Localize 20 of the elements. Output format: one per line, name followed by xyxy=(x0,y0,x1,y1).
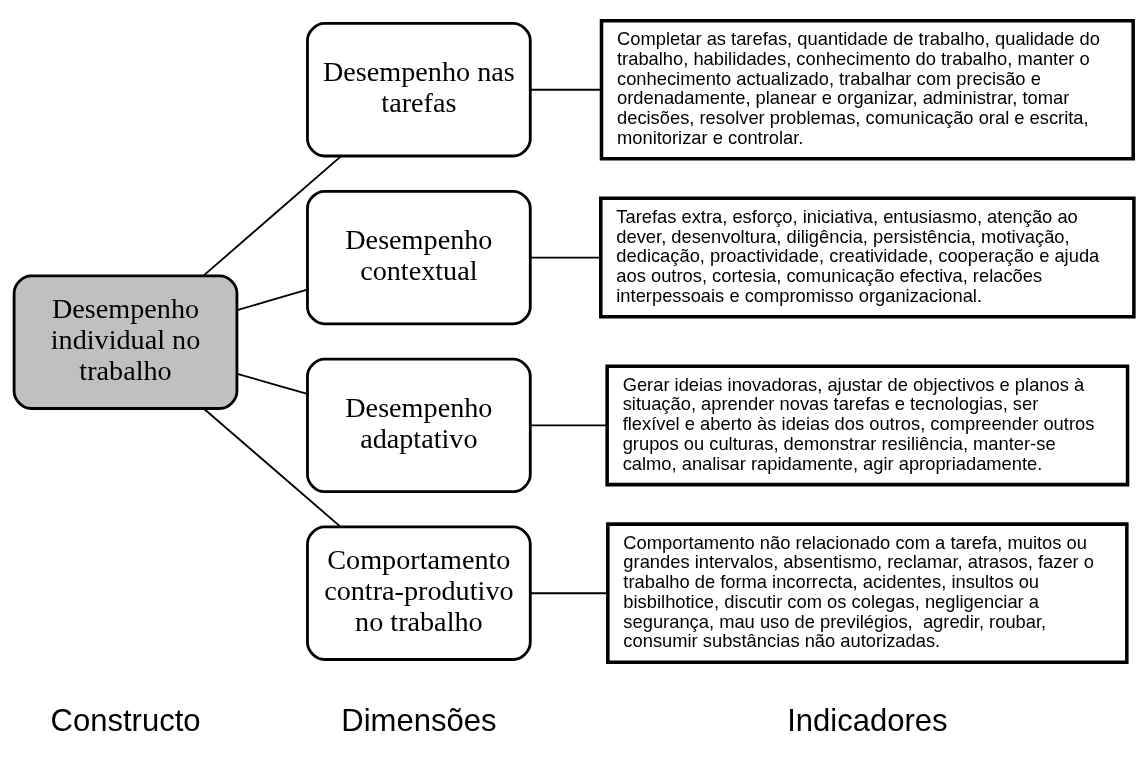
label: Indicadores xyxy=(787,702,948,738)
connector xyxy=(529,88,603,91)
connector xyxy=(202,407,342,528)
connector xyxy=(236,288,309,311)
node-box: Desempenho contextual xyxy=(306,189,532,326)
node-box: Tarefas extra, esforço, iniciativa, entusiasmo, atenção ao dever, desenvoltura, diligência, persistência, motivação, dedicação, proactividade, creatividade, cooperação e ajuda aos outros, cortesia, comunicação efectiva, relacões interpessoais e compromisso organizacional. xyxy=(599,196,1136,319)
label: Dimensões xyxy=(341,702,497,738)
node-box: Completar as tarefas, quantidade de trabalho, qualidade do trabalho, habilidades, conhecimento do trabalho, manter o conhecimento actualizado, trabalhar com precisão e ordenadamente, planear e organizar, administrar, tomar decisões, resolver problemas, comunicação oral e escrita, monitorizar e controlar. xyxy=(599,18,1135,161)
node-box: Comportamento contra-produtivo no trabalho xyxy=(306,525,532,661)
connector xyxy=(529,256,602,259)
node-box: Gerar ideias inovadoras, ajustar de objectivos e planos à situação, aprender novas tarefas e tecnologias, ser flexível e aberto às ideias dos outros, compreender outros grupos ou culturas, demonstrar resiliência, manter-se calmo, analisar rapidamente, agir apropriadamente. xyxy=(605,364,1130,487)
connector xyxy=(529,424,608,427)
node-box: Comportamento não relacionado com a tarefa, muitos ou grandes intervalos, absentismo, reclamar, atrasos, fazer o trabalho de forma incorrecta, acidentes, insultos ou bisbilhotice, discutir com os colegas, negligenciar a segurança, mau uso de previlégios, agredir, roubar, consumir substâncias não autorizadas. xyxy=(606,522,1129,665)
node-box: Desempenho adaptativo xyxy=(306,357,532,494)
node-box: Desempenho individual no trabalho xyxy=(12,274,239,410)
label: Constructo xyxy=(50,702,201,738)
connector xyxy=(236,372,309,395)
connector xyxy=(529,592,609,595)
connector xyxy=(202,155,343,277)
node-box: Desempenho nas tarefas xyxy=(306,22,532,158)
